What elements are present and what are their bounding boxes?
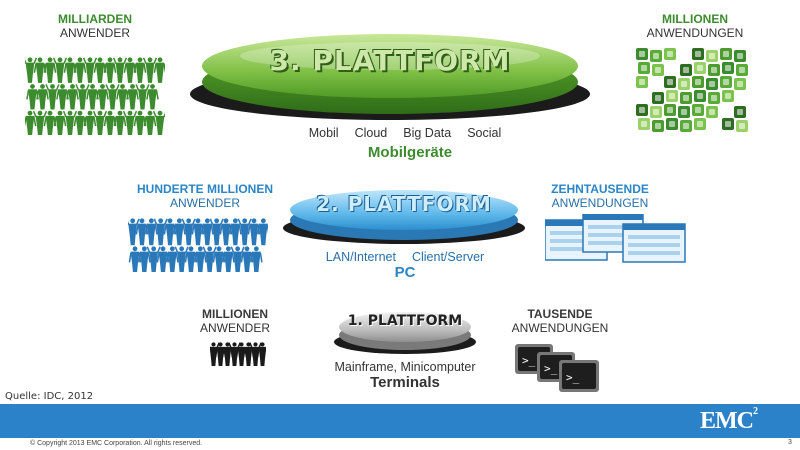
tag-lan-internet: LAN/Internet xyxy=(325,250,396,264)
platform-2-apps-label: ZEHNTAUSENDE ANWENDUNGEN xyxy=(535,182,665,210)
platform-3-disc xyxy=(190,34,590,120)
platform-1-disc xyxy=(334,312,476,354)
emc-logo-text: EMC xyxy=(700,408,754,434)
platform-2-title: 2. PLATTFORM xyxy=(316,192,492,216)
platform-3-title: 3. PLATTFORM xyxy=(269,44,511,77)
tag-big-data: Big Data xyxy=(403,126,452,140)
platform-3-tags: Mobil Cloud Big Data Social xyxy=(290,126,520,140)
platform-3-users-label: MILLIARDEN ANWENDER xyxy=(30,12,160,40)
tag-social: Social xyxy=(467,126,502,140)
platform-3-apps-top: MILLIONEN xyxy=(662,12,728,26)
platform-3-era: Mobilgeräte xyxy=(367,144,453,161)
platform-2-tags: LAN/Internet Client/Server xyxy=(300,250,510,264)
terminal-prompt-icon: >_ >_ >_ xyxy=(515,344,599,392)
emc-logo: EMC2 xyxy=(700,406,758,435)
platform-3-users-bottom: ANWENDER xyxy=(59,26,130,40)
page-number: 3 xyxy=(788,439,792,446)
platform-3-users-top: MILLIARDEN xyxy=(58,12,132,26)
window-screens-icon xyxy=(545,214,686,263)
footer-bar xyxy=(0,404,800,438)
emc-logo-sup: 2 xyxy=(753,406,758,417)
platform-3-apps-bottom: ANWENDUNGEN xyxy=(646,26,744,40)
svg-text:>_: >_ xyxy=(566,371,580,384)
platform-1-apps-top: TAUSENDE xyxy=(527,307,593,321)
platform-2-users-label: HUNDERTE MILLIONEN ANWENDER xyxy=(105,182,305,210)
tag-client-server: Client/Server xyxy=(411,250,485,264)
people-crowd-icon xyxy=(128,218,268,272)
platform-1-title: 1. PLATTFORM xyxy=(347,313,463,329)
svg-text:>_: >_ xyxy=(544,362,558,375)
platform-1-era: Terminals xyxy=(370,374,440,391)
platform-1-apps-label: TAUSENDE ANWENDUNGEN xyxy=(500,307,620,335)
platform-2-users-top: HUNDERTE MILLIONEN xyxy=(137,182,273,196)
platform-2-users-bottom: ANWENDER xyxy=(169,196,240,210)
people-crowd-icon xyxy=(25,57,165,135)
tag-cloud: Cloud xyxy=(354,126,388,140)
platform-1-users-bottom: ANWENDER xyxy=(199,321,270,335)
platform-1-users-top: MILLIONEN xyxy=(202,307,268,321)
platform-1-apps-bottom: ANWENDUNGEN xyxy=(511,321,609,335)
copyright-text: © Copyright 2013 EMC Corporation. All ri… xyxy=(30,440,203,447)
platform-2-apps-top: ZEHNTAUSENDE xyxy=(551,182,649,196)
svg-text:>_: >_ xyxy=(522,354,536,367)
platform-1-tags: Mainframe, Minicomputer xyxy=(315,360,495,374)
tag-mainframe-minicomputer: Mainframe, Minicomputer xyxy=(334,360,476,374)
platform-3-apps-label: MILLIONEN ANWENDUNGEN xyxy=(630,12,760,40)
platform-2-apps-bottom: ANWENDUNGEN xyxy=(551,196,649,210)
platform-1-users-label: MILLIONEN ANWENDER xyxy=(185,307,285,335)
platform-2-disc xyxy=(283,190,525,244)
platform-2-era: PC xyxy=(394,264,416,281)
source-note: Quelle: IDC, 2012 xyxy=(5,391,94,402)
people-crowd-icon xyxy=(210,342,266,366)
tag-mobil: Mobil xyxy=(308,126,339,140)
app-icons-grid xyxy=(636,48,748,132)
